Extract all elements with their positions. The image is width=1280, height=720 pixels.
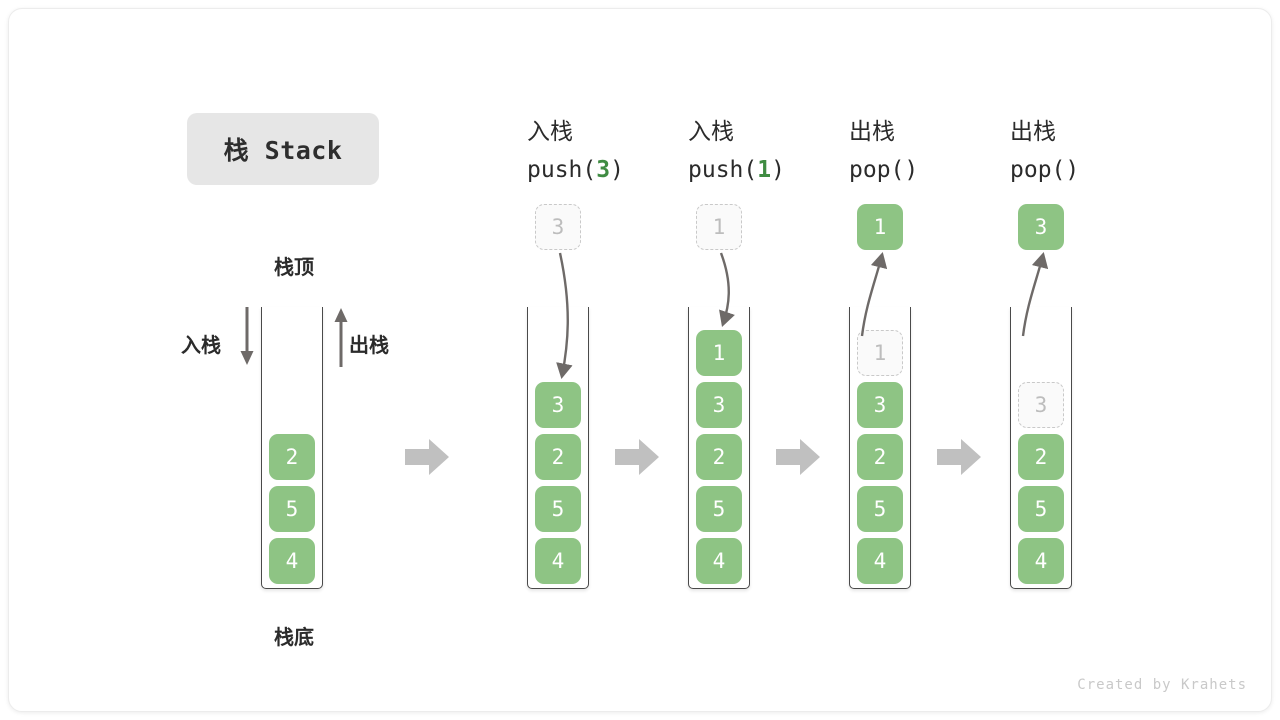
overview-push-arrow-icon: [240, 307, 254, 365]
floating-cell-pop-1: 1: [857, 204, 903, 250]
diagram-title-chip: 栈 Stack: [187, 113, 379, 185]
overview-push-label: 入栈: [181, 333, 221, 357]
stack-cell-pop-3: 5: [1018, 486, 1064, 532]
flow-arrow-icon-pop-1: [860, 251, 888, 337]
step-op-code: push(3): [527, 157, 624, 183]
step-op-code: push(1): [688, 157, 785, 183]
floating-cell-push-3: 3: [535, 204, 581, 250]
stack-cell-pop-1: 1: [857, 330, 903, 376]
floating-cell-push-1: 1: [696, 204, 742, 250]
step-op-label: 出栈: [1010, 119, 1056, 145]
stack-cell-pop-1: 4: [857, 538, 903, 584]
flow-arrow-icon-push-1: [719, 252, 735, 327]
footer-credit: Created by Krahets: [1077, 677, 1247, 693]
transition-arrow-icon-4: [937, 439, 981, 475]
overview-top-label: 栈顶: [274, 255, 314, 279]
diagram-card: 栈 Stack 栈顶 栈底 入栈 出栈 2 5 4 入栈 push(3) 3 3 2 5 4 入栈…: [8, 8, 1272, 712]
flow-arrow-icon-push-3: [556, 252, 573, 380]
stack-cell-push-3: 5: [535, 486, 581, 532]
overview-cell: 2: [269, 434, 315, 480]
flow-arrow-icon-pop-3: [1021, 251, 1049, 337]
step-op-code: pop(): [1010, 157, 1080, 183]
overview-pop-label: 出栈: [349, 333, 389, 357]
overview-cell: 4: [269, 538, 315, 584]
transition-arrow-icon-3: [776, 439, 820, 475]
stack-cell-push-3: 4: [535, 538, 581, 584]
overview-pop-arrow-icon: [334, 308, 348, 367]
stack-cell-push-3: 3: [535, 382, 581, 428]
floating-cell-pop-3: 3: [1018, 204, 1064, 250]
overview-cell: 5: [269, 486, 315, 532]
stack-cell-push-1: 1: [696, 330, 742, 376]
stack-cell-pop-1: 3: [857, 382, 903, 428]
stack-cell-push-1: 4: [696, 538, 742, 584]
diagram-title: 栈 Stack: [223, 136, 343, 165]
transition-arrow-icon-1: [405, 439, 449, 475]
stack-cell-pop-3: 3: [1018, 382, 1064, 428]
step-op-label: 入栈: [688, 119, 734, 145]
step-header-pop-3: 出栈 pop(): [1010, 113, 1079, 189]
stack-cell-push-1: 5: [696, 486, 742, 532]
step-op-label: 入栈: [527, 119, 573, 145]
step-header-push-3: 入栈 push(3): [527, 113, 624, 189]
stack-cell-pop-1: 2: [857, 434, 903, 480]
transition-arrow-icon-2: [615, 439, 659, 475]
overview-bottom-label: 栈底: [274, 625, 314, 649]
stack-cell-pop-3: 2: [1018, 434, 1064, 480]
step-header-push-1: 入栈 push(1): [688, 113, 785, 189]
step-op-label: 出栈: [849, 119, 895, 145]
stack-cell-push-3: 2: [535, 434, 581, 480]
step-op-code: pop(): [849, 157, 919, 183]
stack-cell-push-1: 3: [696, 382, 742, 428]
stack-cell-pop-1: 5: [857, 486, 903, 532]
stack-cell-push-1: 2: [696, 434, 742, 480]
step-header-pop-1: 出栈 pop(): [849, 113, 918, 189]
stack-cell-pop-3: 4: [1018, 538, 1064, 584]
